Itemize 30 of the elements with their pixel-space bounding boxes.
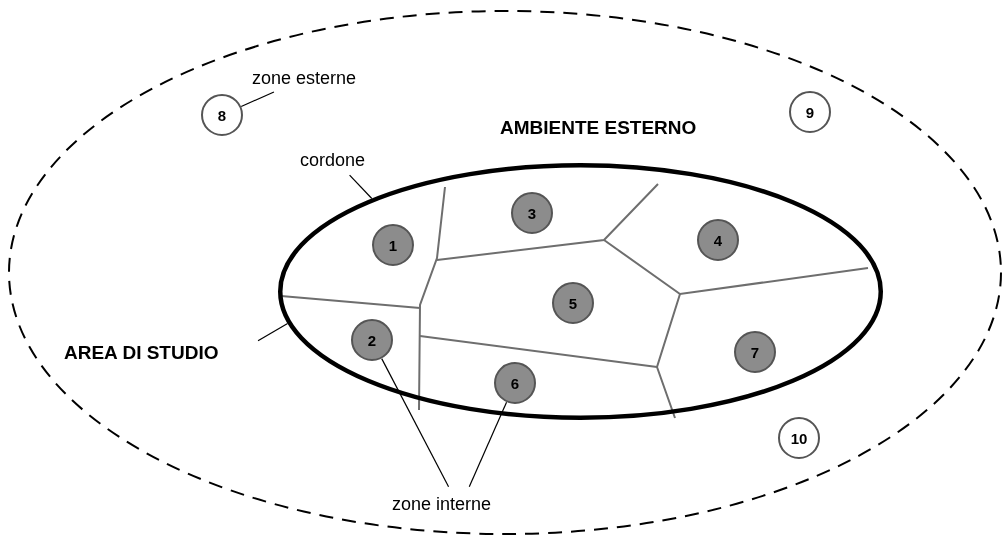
zone-circle	[789, 91, 831, 133]
leader-line	[240, 91, 275, 108]
zone-number: 2	[367, 331, 377, 349]
leader-line	[381, 358, 450, 488]
area-label: AMBIENTE ESTERNO	[500, 117, 697, 139]
zone-number: 10	[790, 429, 808, 447]
zone-number: 7	[750, 343, 760, 361]
leader-label: zone esterne	[252, 68, 357, 88]
zone-circle	[734, 331, 776, 373]
zone-number: 4	[713, 231, 723, 249]
leader-line	[257, 323, 289, 342]
area-label: AREA DI STUDIO	[64, 342, 219, 363]
zone-number: 9	[805, 103, 815, 121]
leader-label: cordone	[300, 150, 366, 170]
zone-circle	[552, 282, 594, 324]
leader-line	[349, 174, 373, 200]
zone-number: 1	[388, 236, 398, 254]
zone-circle	[372, 224, 414, 266]
zone-circle	[778, 417, 820, 459]
zone-circle	[201, 94, 243, 136]
zone-number: 3	[527, 204, 537, 222]
zone-number: 6	[510, 374, 520, 392]
zone-circle	[697, 219, 739, 261]
zone-circle	[351, 319, 393, 361]
leader-line	[468, 401, 508, 488]
zone-number: 5	[568, 294, 578, 312]
zone-number: 8	[217, 106, 227, 124]
leader-label: zone interne	[392, 494, 492, 514]
zone-circle	[511, 192, 553, 234]
zone-circle	[494, 362, 536, 404]
